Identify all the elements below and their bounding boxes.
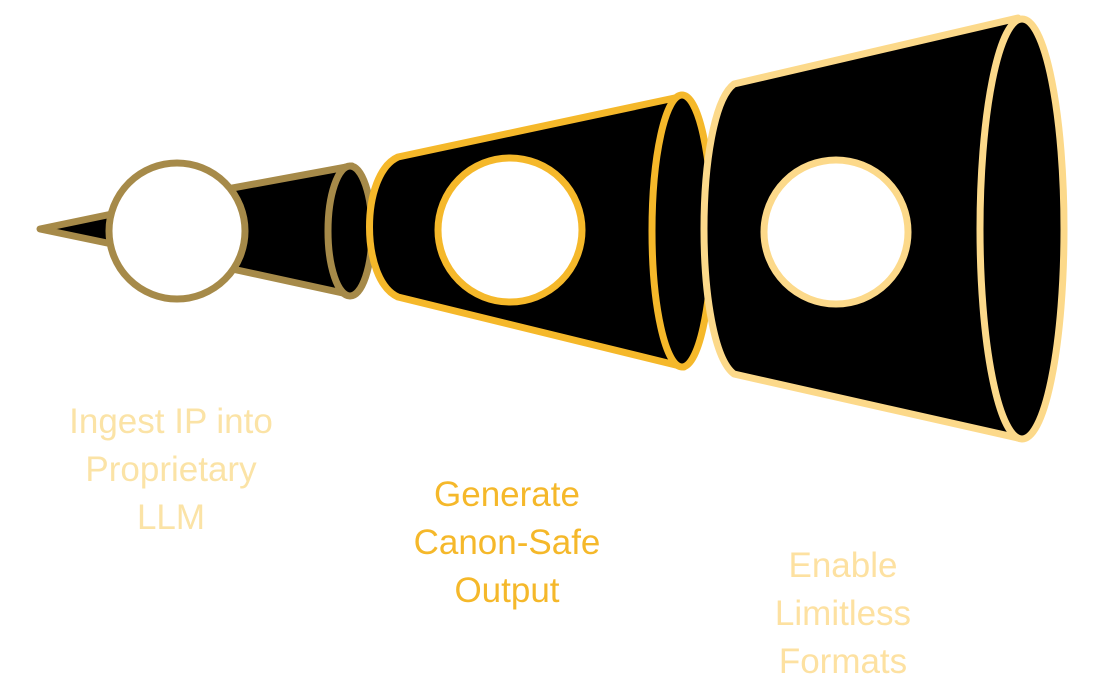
stage-2-circle: [438, 158, 582, 302]
stage-2-caption-line-2: Canon-Safe: [366, 519, 648, 567]
stage-1-caption-line-3: LLM: [30, 494, 312, 542]
stage-2-caption: Generate Canon-Safe Output: [366, 471, 648, 615]
stage-2-caption-line-3: Output: [366, 567, 648, 615]
stage-1-spike: [40, 214, 112, 244]
stage-3-shape: [704, 18, 1064, 439]
stage-1-cone-rim: [328, 166, 372, 296]
stage-3-caption-line-2: Limitless: [702, 590, 984, 638]
stage-1-circle: [109, 163, 245, 299]
stage-3-cone-rim: [980, 19, 1064, 439]
stage-3-circle: [764, 160, 908, 304]
stage-2-shape: [370, 95, 713, 367]
stage-1-caption-line-2: Proprietary: [30, 446, 312, 494]
stage-3-caption-line-1: Enable: [702, 542, 984, 590]
stage-1-caption-line-1: Ingest IP into: [30, 398, 312, 446]
stage-3-caption: Enable Limitless Formats: [702, 542, 984, 686]
stage-3-caption-line-3: Formats: [702, 638, 984, 686]
stage-1-shape: [40, 163, 372, 299]
stage-2-caption-line-1: Generate: [366, 471, 648, 519]
stage-1-caption: Ingest IP into Proprietary LLM: [30, 398, 312, 542]
